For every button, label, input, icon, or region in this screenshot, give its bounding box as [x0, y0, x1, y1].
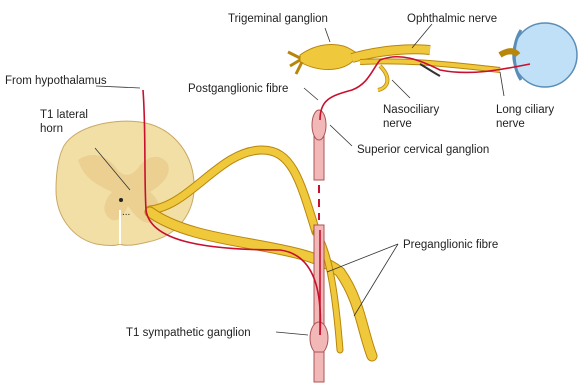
label-nasociliary-nerve-2: nerve: [383, 118, 412, 130]
central-canal: [119, 198, 123, 202]
trigeminal-ganglion-group: [288, 45, 500, 90]
label-from-hypothalamus: From hypothalamus: [5, 75, 107, 87]
label-long-ciliary-nerve-2: nerve: [496, 118, 525, 130]
superior-cervical-ganglion: [312, 110, 326, 140]
svg-text:...: ...: [122, 207, 130, 218]
label-long-ciliary-nerve-1: Long ciliary: [496, 104, 554, 116]
label-t1-sympathetic-ganglion: T1 sympathetic ganglion: [126, 327, 251, 339]
label-t1-lateral-horn-1: T1 lateral: [40, 109, 88, 121]
eye: [500, 23, 577, 87]
t1-sympathetic-ganglion: [310, 322, 328, 354]
label-trigeminal-ganglion: Trigeminal ganglion: [228, 13, 328, 25]
label-preganglionic-fibre: Preganglionic fibre: [403, 239, 498, 251]
label-postganglionic-fibre: Postganglionic fibre: [188, 83, 288, 95]
label-nasociliary-nerve-1: Nasociliary: [383, 104, 439, 116]
label-ophthalmic-nerve: Ophthalmic nerve: [407, 13, 497, 25]
label-t1-lateral-horn-2: horn: [40, 123, 63, 135]
label-superior-cervical-ganglion: Superior cervical ganglion: [357, 144, 489, 156]
